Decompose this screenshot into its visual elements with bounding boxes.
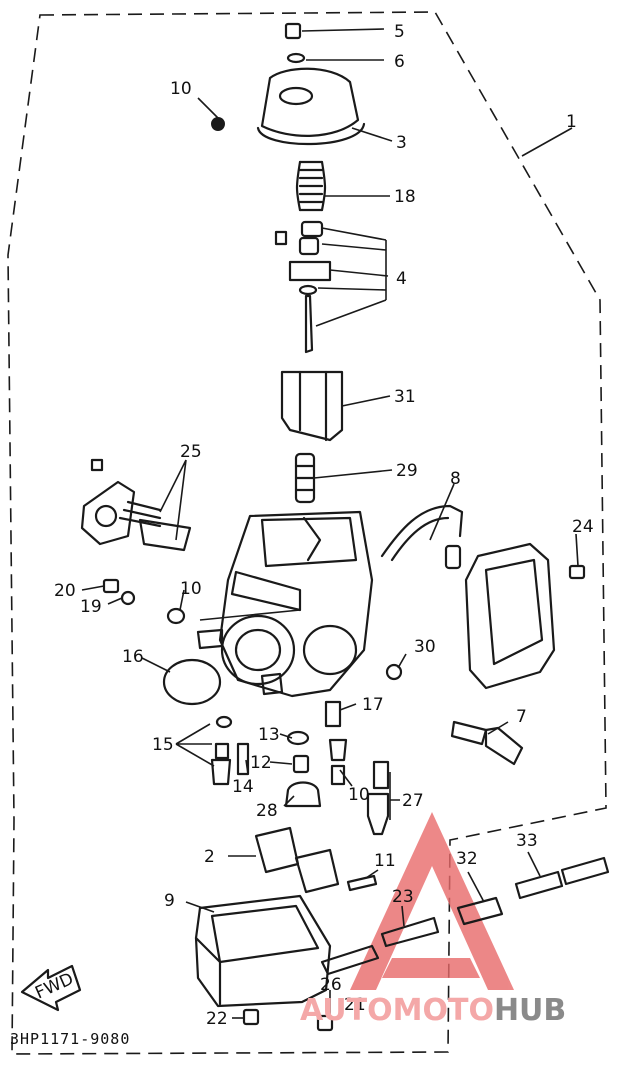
main-jets <box>284 663 403 836</box>
callout-19: 18 <box>394 187 416 207</box>
throttle-stop-screw <box>450 720 524 766</box>
o-ring <box>162 658 222 706</box>
float-set <box>254 826 340 894</box>
callout-6: 6 <box>394 52 405 72</box>
callout-31: 30 <box>414 637 436 657</box>
callout-21: 20 <box>54 581 76 601</box>
watermark-logo <box>350 812 514 990</box>
callout-26: 25 <box>180 442 202 462</box>
assembly-outline <box>7 11 607 1055</box>
callout-34: 33 <box>516 831 538 851</box>
carb-top-cover <box>211 22 366 146</box>
callout-1: 1 <box>566 112 577 132</box>
throttle-spring <box>295 160 327 212</box>
watermark-text: AUTOMOTOHUB <box>300 993 566 1028</box>
callout-33: 32 <box>456 849 478 869</box>
callout-8: 8 <box>450 469 461 489</box>
callout-30: 29 <box>396 461 418 481</box>
callout-32: 31 <box>394 387 416 407</box>
callout-27: 26 <box>320 975 342 995</box>
forward-arrow <box>20 964 82 1012</box>
jet-needle-set <box>274 220 332 354</box>
watermark-suffix: HUB <box>494 993 566 1028</box>
callout-25: 24 <box>572 517 594 537</box>
callout-9: 9 <box>164 891 175 911</box>
callout-10-top: 10 <box>170 79 192 99</box>
callout-20: 19 <box>80 597 102 617</box>
leader-lines <box>81 28 579 1019</box>
callout-18: 17 <box>362 695 384 715</box>
callout-13: 12 <box>250 753 272 773</box>
callout-23: 22 <box>206 1009 228 1029</box>
callout-24: 23 <box>392 887 414 907</box>
callout-17: 16 <box>122 647 144 667</box>
part-code: 3HP1171-9080 <box>10 1030 130 1048</box>
vent-hose <box>380 504 464 562</box>
callout-22: 21 <box>344 995 366 1015</box>
needle-jet <box>294 452 316 504</box>
watermark-prefix: AUTOMOTO <box>300 993 494 1028</box>
float-bowl-side-cover <box>464 542 586 690</box>
callout-3: 3 <box>396 133 407 153</box>
left-fittings <box>102 578 250 786</box>
throttle-valve <box>280 370 344 442</box>
callout-10-mid: 10 <box>180 579 202 599</box>
callout-14: 13 <box>258 725 280 745</box>
callout-labels: 5 6 10 3 1 18 4 31 29 25 8 24 20 19 10 3… <box>54 22 594 1029</box>
coasting-enricher <box>80 458 192 552</box>
callout-7: 7 <box>516 707 527 727</box>
callout-2: 2 <box>204 847 215 867</box>
callout-5: 5 <box>394 22 405 42</box>
carburetor-body <box>196 510 374 698</box>
callout-28: 27 <box>402 791 424 811</box>
float-bowl <box>194 894 334 1032</box>
callout-16: 15 <box>152 735 174 755</box>
callout-15: 14 <box>232 777 254 797</box>
callout-11: 10 <box>348 785 370 805</box>
callout-29: 28 <box>256 801 278 821</box>
callout-4: 4 <box>396 269 407 289</box>
callout-12: 11 <box>374 851 396 871</box>
